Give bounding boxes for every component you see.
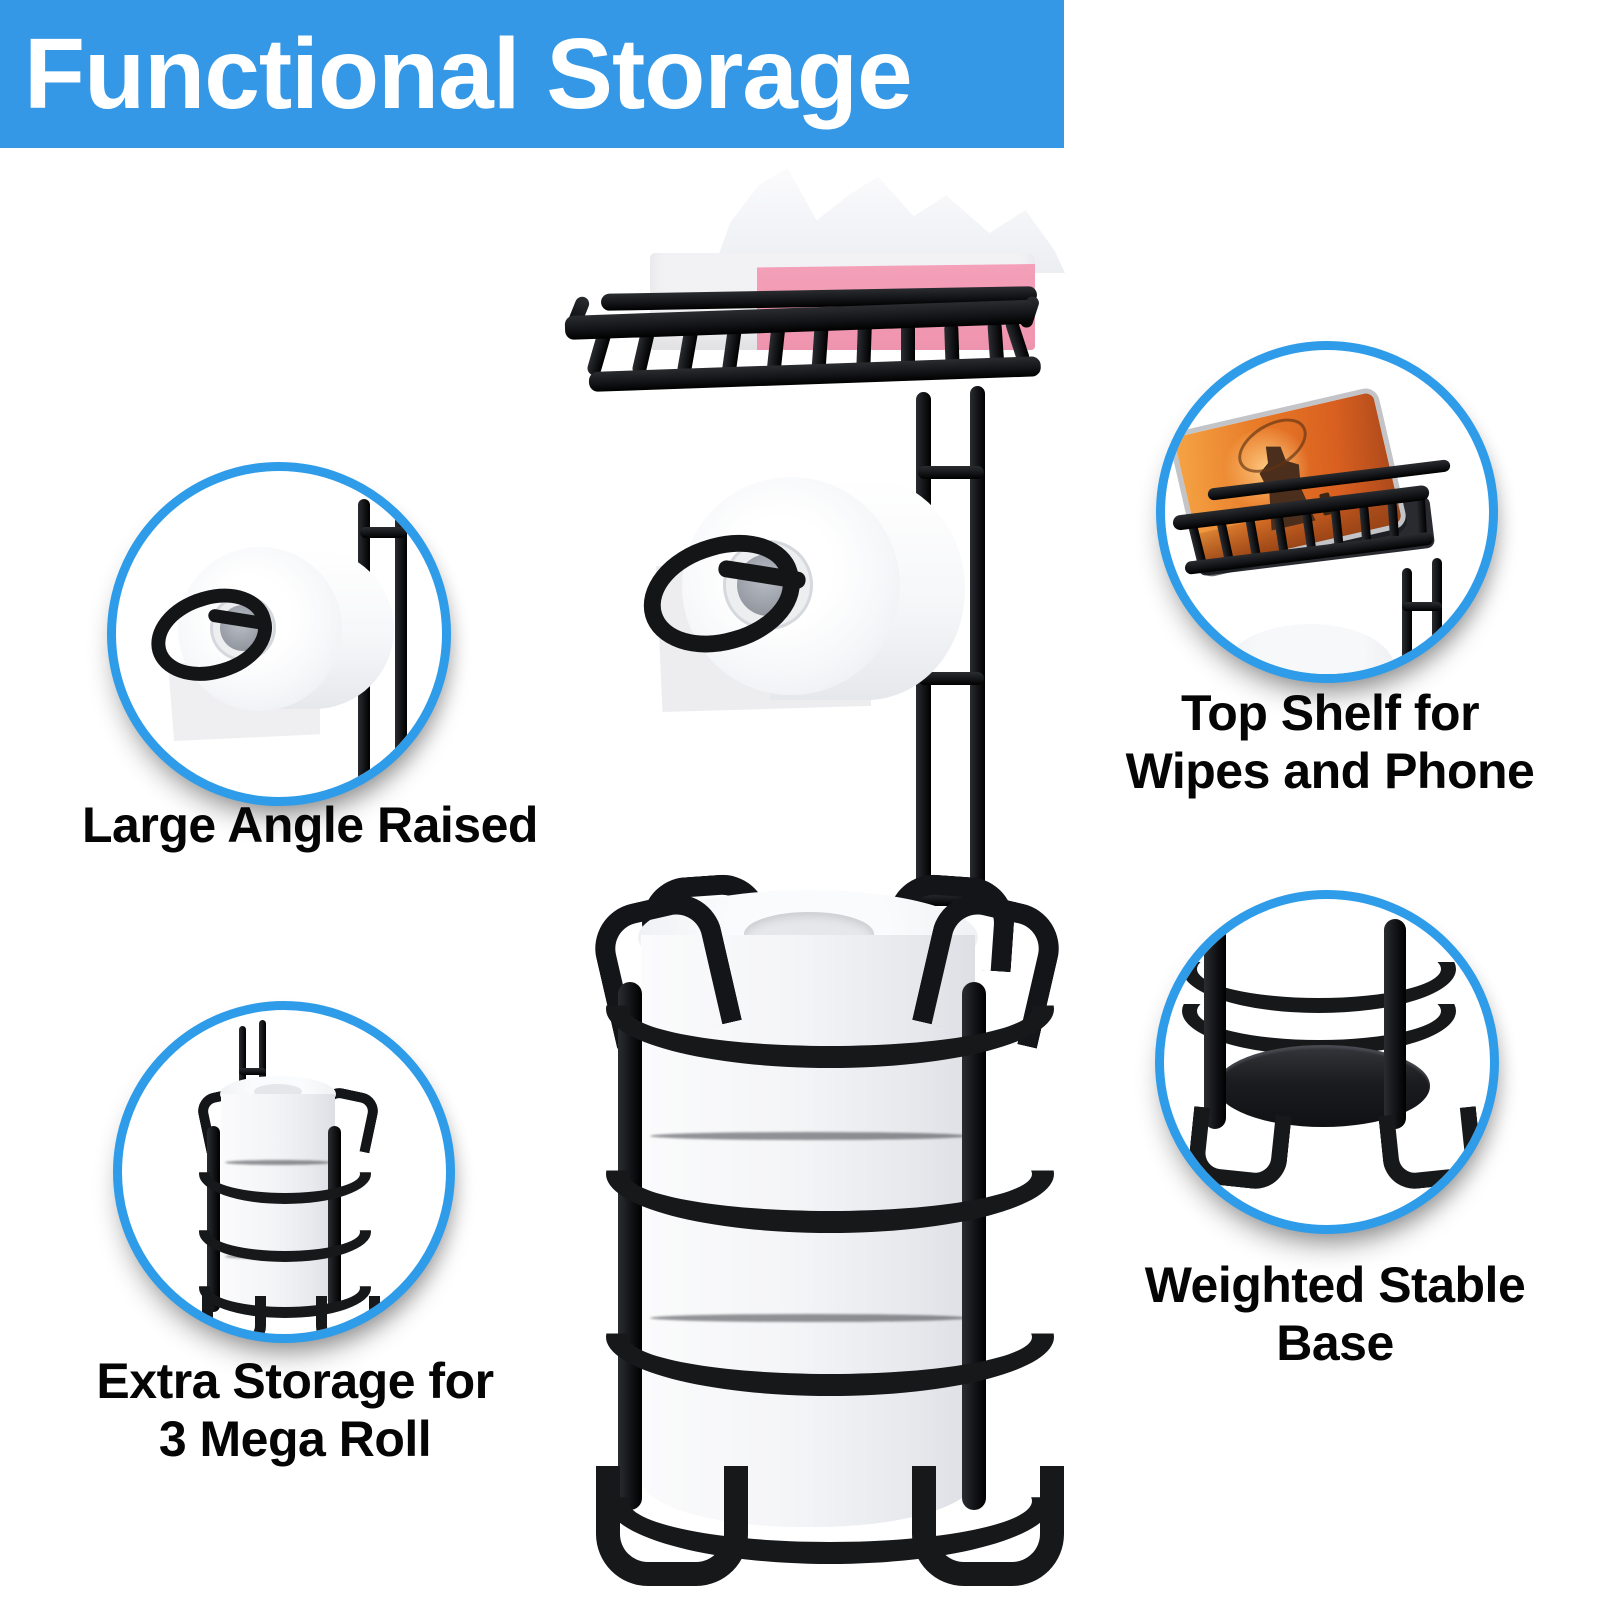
mini-basket [1172,459,1473,620]
callout-roll-holder-circle [107,462,451,806]
pole-rung [918,893,984,906]
top-shelf-basket [564,286,1047,406]
caption-line: Wipes and Phone [1125,743,1535,799]
pole-rail-right [970,386,985,910]
banner-title: Functional Storage [24,17,913,130]
mini-tower-foot [316,1296,380,1334]
base-post [1384,919,1406,1129]
caption-line: Base [1276,1315,1394,1371]
pole-rung [918,672,984,685]
callout-stable-base-circle [1155,890,1499,1234]
pole-rung [918,466,984,479]
cage-foot-right [912,1466,1064,1586]
caption-line: Top Shelf for [1180,685,1480,741]
roll-divider [650,1314,968,1322]
cage-bar-left [618,982,642,1510]
banner: Functional Storage [0,0,1064,148]
base-foot [1186,1106,1292,1192]
cage-bar-right [962,982,986,1510]
mini-tower-rung [239,1068,266,1075]
caption-line: Extra Storage for [96,1353,494,1409]
caption-stable-base: Weighted Stable Base [1085,1256,1585,1372]
mini-pole-rung [360,527,406,538]
caption-line: 3 Mega Roll [158,1411,432,1467]
callout-top-shelf-circle [1156,341,1498,683]
caption-line: Weighted Stable [1144,1257,1526,1313]
mini-tower-pole [259,1020,266,1100]
mini-tower-pole [239,1026,246,1096]
callout-extra-storage-circle [113,1001,455,1343]
mini-shelf-rail [1402,568,1412,674]
mini-shelf-rail [1432,558,1442,674]
cage-foot-left [596,1466,748,1586]
mini-shelf-rung [1402,602,1442,611]
mini-tower-bar [328,1126,341,1312]
caption-top-shelf: Top Shelf for Wipes and Phone [1080,684,1580,800]
mini-tower-foot [202,1296,266,1334]
caption-large-angle: Large Angle Raised [40,796,580,854]
caption-line: Large Angle Raised [82,797,538,853]
mini-pole-rail [395,481,407,789]
roll-divider [650,1132,968,1140]
base-post [1204,919,1226,1129]
mini-tower-bar [207,1126,220,1312]
mini-roll-divider [225,1160,331,1165]
caption-extra-storage: Extra Storage for 3 Mega Roll [45,1352,545,1468]
